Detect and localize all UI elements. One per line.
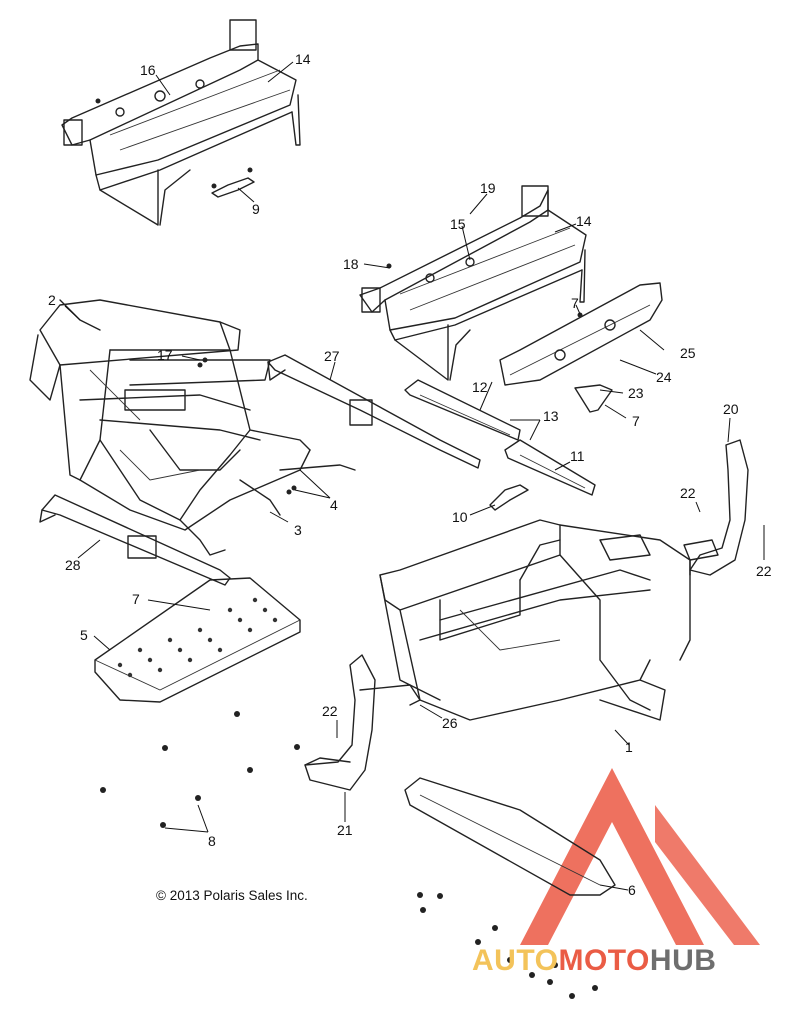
callout-25: 25: [680, 345, 696, 361]
watermark-text: AUTOMOTOHUB: [472, 944, 716, 978]
bracket-23: [574, 384, 613, 413]
callout-13: 13: [543, 408, 559, 424]
callout-19: 19: [480, 180, 496, 196]
callout-22b: 22: [756, 563, 772, 579]
callout-8: 8: [208, 833, 216, 849]
callout-7c: 7: [632, 413, 640, 429]
callout-14a: 14: [295, 51, 311, 67]
fasteners: [95, 98, 598, 999]
callout-labels: 1 2 3 4 5 6 7 7 7 8 9 10 11 12 13 14 14 …: [48, 51, 772, 898]
callout-6: 6: [628, 882, 636, 898]
callout-17: 17: [157, 347, 173, 363]
callout-18: 18: [343, 256, 359, 272]
callout-26: 26: [442, 715, 458, 731]
skid-plate-6: [404, 777, 616, 896]
rear-frame: [379, 519, 691, 721]
callout-5: 5: [80, 627, 88, 643]
callout-4: 4: [330, 497, 338, 513]
floor-plate-5: [94, 577, 301, 703]
watermark-auto: AUTO: [472, 944, 559, 977]
callout-21: 21: [337, 822, 353, 838]
copyright-notice: © 2013 Polaris Sales Inc.: [156, 888, 308, 903]
rail-11: [504, 439, 596, 496]
callout-12: 12: [472, 379, 488, 395]
callout-20: 20: [723, 401, 739, 417]
callout-16: 16: [140, 62, 156, 78]
bar-27: [267, 354, 481, 469]
leader-lines: [64, 61, 765, 891]
callout-9: 9: [252, 201, 260, 217]
callout-24: 24: [656, 369, 672, 385]
callout-22c: 22: [322, 703, 338, 719]
callout-11: 11: [570, 448, 585, 464]
callout-22a: 22: [680, 485, 696, 501]
callout-1: 1: [625, 739, 633, 755]
bracket-10: [489, 484, 529, 511]
seat-frame-lower: [359, 185, 587, 381]
watermark-moto: MOTO: [558, 944, 650, 977]
callout-3: 3: [294, 522, 302, 538]
callout-15: 15: [450, 216, 466, 232]
bracket-9: [211, 167, 255, 198]
step-21: [304, 654, 421, 791]
callout-23: 23: [628, 385, 644, 401]
callout-10: 10: [452, 509, 468, 525]
front-frame: [29, 299, 356, 556]
callout-7b: 7: [571, 295, 579, 311]
callout-27: 27: [324, 348, 340, 364]
seat-frame-upper: [61, 19, 301, 226]
callout-28: 28: [65, 557, 81, 573]
cross-member-25: [499, 282, 663, 386]
callout-14b: 14: [576, 213, 592, 229]
watermark-hub: HUB: [649, 944, 717, 977]
watermark-logo: [520, 768, 760, 945]
rail-12: [404, 379, 521, 441]
callout-7a: 7: [132, 591, 140, 607]
step-20: [683, 439, 749, 576]
bar-28: [39, 494, 231, 586]
callout-2: 2: [48, 292, 56, 308]
